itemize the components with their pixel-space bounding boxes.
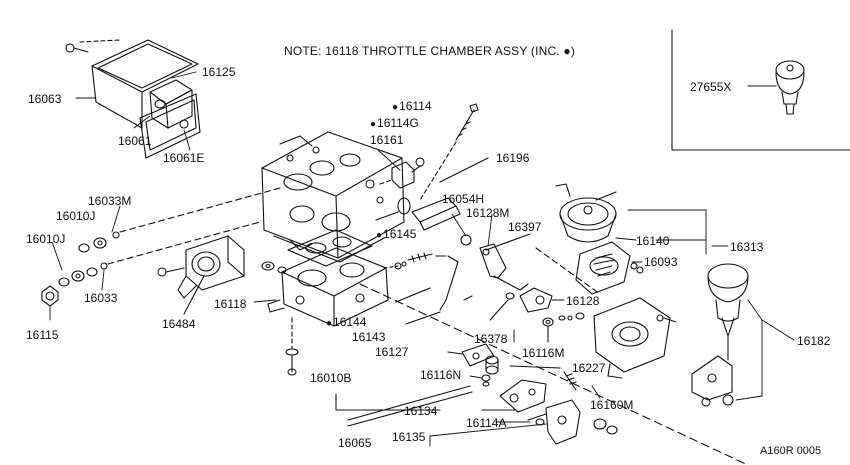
screw-under-throttle-drawing (285, 317, 299, 376)
part-label-16397: 16397 (508, 220, 542, 234)
part-label-16116M: 16116M (522, 346, 565, 360)
part-label-16128M: 16128M (466, 206, 510, 220)
dashed-guide-right (535, 247, 601, 295)
part-label-16140: 16140 (636, 234, 670, 248)
inset-frame (671, 29, 850, 151)
part-label-16115: 16115 (26, 328, 59, 342)
lever-16128-drawing (489, 287, 565, 321)
part-16114-screw-drawing (419, 103, 479, 201)
part-label-16161: 16161 (370, 133, 404, 147)
carburetor-body-drawing (261, 131, 405, 263)
link-rod-16143-drawing (395, 255, 459, 325)
part-label-16010J-lower: 16010J (26, 232, 66, 246)
part-16196-solenoid-drawing (375, 157, 489, 246)
part-label-16061E: 16061E (163, 151, 205, 165)
part-label-16033M: 16033M (88, 194, 132, 208)
jets-left-drawing (41, 187, 281, 307)
part-label-16114: 16114 (392, 100, 431, 113)
part-16061-cover-drawing (149, 79, 193, 129)
part-16127-drawing (447, 343, 495, 367)
throttle-chamber-16118-drawing (267, 247, 389, 327)
part-16093-spring-drawing (575, 241, 644, 295)
part-label-16182: 16182 (797, 334, 831, 348)
part-label-16484: 16484 (162, 317, 196, 331)
part-16145-drawing (383, 252, 433, 270)
part-16125-gasket-drawing (91, 39, 201, 159)
part-16227-drawing (485, 355, 577, 391)
part-label-16378: 16378 (474, 332, 508, 346)
part-label-16063: 16063 (28, 92, 62, 106)
part-label-16114G: 16114G (370, 117, 419, 130)
part-label-16010J-upper: 16010J (56, 209, 96, 223)
part-16140-drawing (555, 183, 637, 243)
washer-16116M-drawing (542, 315, 566, 343)
assembly-note: NOTE: 16118 THROTTLE CHAMBER ASSY (INC. … (284, 44, 576, 58)
part-label-16116N: 16116N (420, 368, 462, 382)
part-label-16144: 16144 (326, 316, 366, 329)
part-16116N-drawing (469, 374, 491, 387)
part-16484-drawing (157, 235, 245, 315)
lever-16397-drawing (463, 233, 531, 301)
part-16134-bracket-drawing (481, 379, 547, 413)
part-label-16196: 16196 (496, 151, 530, 165)
diagram-reference-code: A160R 0005 (760, 445, 822, 457)
part-label-16118: 16118 (214, 297, 247, 311)
part-label-16127: 16127 (375, 345, 409, 359)
part-label-16114A: 16114A (466, 416, 507, 430)
part-label-16227: 16227 (572, 361, 606, 375)
part-label-16125: 16125 (202, 65, 236, 79)
part-label-16135: 16135 (392, 430, 426, 444)
part-label-16010B: 16010B (310, 371, 352, 385)
gasket-under-body-drawing (287, 229, 373, 267)
pump-housing-drawing (567, 297, 677, 379)
part-label-27655X: 27655X (690, 80, 732, 94)
part-label-16128: 16128 (566, 294, 600, 308)
part-label-16033: 16033 (84, 291, 118, 305)
part-label-16143: 16143 (352, 330, 386, 344)
part-label-16160M: 16160M (590, 398, 634, 412)
part-16161-bracket-drawing (379, 157, 425, 189)
part-16182-drawing (691, 263, 749, 407)
part-label-16093: 16093 (644, 255, 678, 269)
part-label-16313: 16313 (730, 240, 764, 254)
part-label-16134: 16134 (404, 404, 438, 418)
leader-lines (49, 71, 795, 447)
part-label-16065: 16065 (338, 436, 372, 450)
rod-16065-drawing (335, 385, 473, 427)
screw-top-left-drawing (65, 39, 121, 53)
part-label-16145: 16145 (376, 228, 416, 241)
part-label-16054H: 16054H (442, 192, 485, 206)
washer-left-body-drawing (261, 261, 287, 274)
part-27655X-drawing (747, 60, 805, 115)
part-label-16061: 16061 (118, 134, 152, 148)
